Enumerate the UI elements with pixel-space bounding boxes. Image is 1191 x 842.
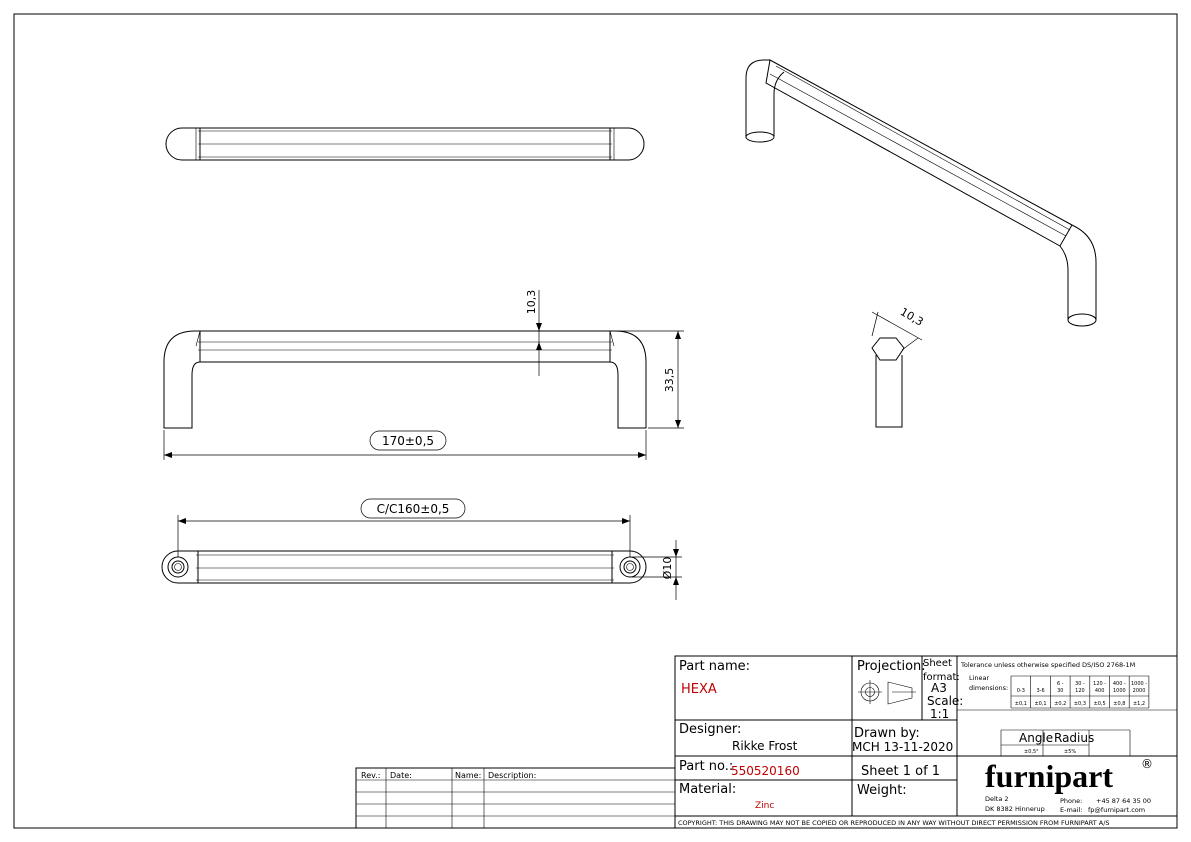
tolerance-value: ±0,3 [1074, 701, 1086, 707]
cc-label: C/C160±0,5 [377, 502, 450, 516]
projection-label: Projection: [857, 659, 926, 674]
tolerance-value: ±0,2 [1054, 701, 1066, 707]
description-header: Description: [488, 771, 536, 780]
copyright-notice: COPYRIGHT: THIS DRAWING MAY NOT BE COPIE… [678, 819, 1110, 827]
side-view: 10,3 [871, 305, 926, 428]
tolerance-value: ±0,1 [1015, 701, 1027, 707]
tolerance-title: Tolerance unless otherwise specified DS/… [960, 661, 1135, 669]
height-label: 33,5 [663, 368, 676, 393]
tolerance-range-top: 30 - [1075, 681, 1085, 687]
tolerance-range-top: 6 - [1057, 681, 1064, 687]
sheet-format: A3 [931, 681, 947, 695]
profile-top-label: 10,3 [525, 290, 538, 315]
date-header: Date: [390, 771, 412, 780]
rev-header: Rev.: [361, 771, 380, 780]
tolerance-value: ±0,1 [1034, 701, 1046, 707]
linear-label-1: Linear [969, 674, 990, 682]
designer-label: Designer: [679, 722, 741, 737]
furnipart-logo: furnipart [985, 758, 1113, 794]
weight-label: Weight: [857, 783, 907, 798]
tolerance-range-bottom: 120 [1075, 688, 1085, 694]
angle-value: ±0,5° [1024, 749, 1039, 755]
sheet-format-label-2: format: [923, 672, 960, 683]
designer: Rikke Frost [732, 739, 798, 753]
sheet-count: Sheet 1 of 1 [861, 764, 940, 779]
drawn-by-label: Drawn by: [854, 726, 920, 741]
projection-symbol-icon [858, 680, 916, 705]
phone: +45 87 64 35 00 [1096, 797, 1151, 805]
front-view [163, 330, 647, 429]
tolerance-range-bottom: 400 [1095, 688, 1105, 694]
profile-side-label: 10,3 [898, 305, 926, 329]
dimension-height: 33,5 [614, 330, 684, 429]
tolerance-value: ±0,8 [1113, 701, 1125, 707]
title-block [674, 655, 1178, 829]
radius-label: Radius [1054, 731, 1094, 745]
material: Zinc [755, 801, 774, 811]
part-name: HEXA [681, 682, 717, 697]
tolerance-range-bottom: 30 [1057, 688, 1063, 694]
sheet-border [13, 13, 1178, 829]
registered-mark: ® [1141, 757, 1153, 771]
tolerance-range-bottom: 0-3 [1017, 688, 1025, 694]
address-line-2: DK 8382 Hinnerup [985, 805, 1045, 813]
tolerance-range-bottom: 1000 [1113, 688, 1126, 694]
length-label: 170±0,5 [382, 434, 434, 448]
drawn-by: MCH 13-11-2020 [852, 740, 953, 754]
tolerance-value: ±0,5 [1094, 701, 1106, 707]
phone-label: Phone: [1060, 797, 1082, 805]
tolerance-range-top: 120 - [1093, 681, 1106, 687]
tolerance-range-bottom: 3-6 [1036, 688, 1044, 694]
part-name-label: Part name: [679, 659, 750, 674]
dimension-cc: C/C160±0,5 [177, 498, 631, 557]
dimension-length: 170±0,5 [163, 430, 647, 460]
email: fp@furnipart.com [1088, 806, 1145, 814]
part-no-label: Part no.: [679, 759, 733, 774]
top-view [165, 127, 645, 161]
radius-value: ±5% [1064, 749, 1076, 755]
tolerance-range-bottom: 2000 [1133, 688, 1146, 694]
address-line-1: Delta 2 [985, 795, 1009, 803]
diameter-label: Ø10 [661, 557, 674, 580]
sheet-format-label-1: Sheet [923, 658, 952, 669]
dimension-profile-top: 10,3 [525, 290, 542, 376]
tolerance-table: Tolerance unless otherwise specified DS/… [960, 661, 1150, 756]
tolerance-range-top: 1000 - [1131, 681, 1147, 687]
material-label: Material: [679, 782, 736, 797]
email-label: E-mail: [1060, 806, 1083, 814]
dimension-diameter: Ø10 [632, 540, 682, 600]
bottom-view [161, 550, 647, 584]
tolerance-value: ±1,2 [1133, 701, 1145, 707]
part-no: 550520160 [731, 764, 800, 778]
angle-label: Angle [1019, 731, 1053, 745]
name-header: Name: [455, 771, 481, 780]
scale-value: 1:1 [930, 707, 949, 721]
company-block: furnipart ® Delta 2 DK 8382 Hinnerup Pho… [985, 757, 1153, 814]
linear-label-2: dimensions: [969, 684, 1008, 692]
isometric-view [745, 59, 1097, 327]
tolerance-range-top: 400 - [1113, 681, 1126, 687]
scale-label: Scale: [927, 694, 963, 708]
revision-table: Rev.: Date: Name: Description: [355, 767, 676, 829]
